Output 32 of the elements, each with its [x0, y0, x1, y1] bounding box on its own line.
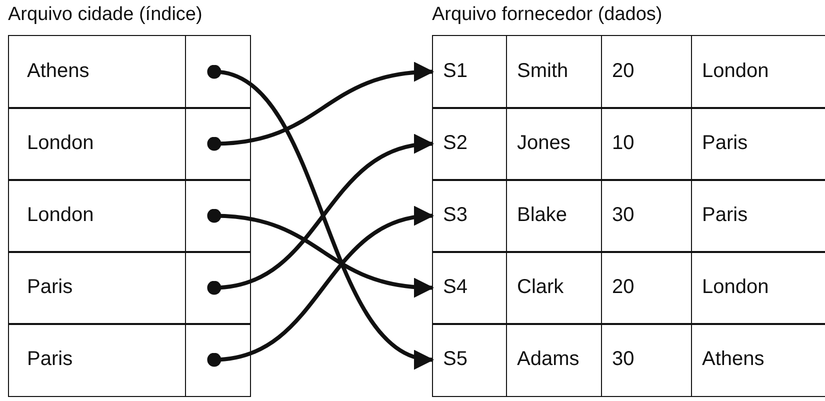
record-row — [432, 107, 825, 180]
index-cell: Athens — [8, 35, 186, 108]
field-value: Athens — [691, 324, 825, 396]
record-row — [432, 323, 825, 396]
field-value: Clark — [506, 252, 601, 324]
table-heading: Arquivo cidade (índice) — [8, 4, 202, 26]
field-value: 10 — [601, 108, 691, 180]
field-value: Blake — [506, 180, 601, 252]
field-value: 30 — [601, 324, 691, 396]
field-value: Smith — [506, 36, 601, 108]
field-value: 30 — [601, 180, 691, 252]
table-heading: Arquivo fornecedor (dados) — [432, 4, 662, 26]
record-row — [432, 179, 825, 252]
field-value: 20 — [601, 252, 691, 324]
index-cell: London — [8, 107, 186, 180]
field-value: London — [691, 252, 825, 324]
field-value: 20 — [601, 36, 691, 108]
field-value: Paris — [691, 180, 825, 252]
index-cell: London — [8, 179, 186, 252]
field-value: Paris — [691, 108, 825, 180]
record-row — [432, 251, 825, 324]
index-cell: Paris — [8, 323, 186, 396]
field-value: S1 — [442, 59, 468, 84]
field-value: S3 — [442, 203, 468, 228]
index-cell: Paris — [8, 251, 186, 324]
field-value: S5 — [442, 347, 468, 372]
field-value: London — [691, 36, 825, 108]
field-value: Jones — [506, 108, 601, 180]
field-value: S2 — [442, 131, 468, 156]
field-value: S4 — [442, 275, 468, 300]
record-row — [432, 35, 825, 108]
field-value: Adams — [506, 324, 601, 396]
